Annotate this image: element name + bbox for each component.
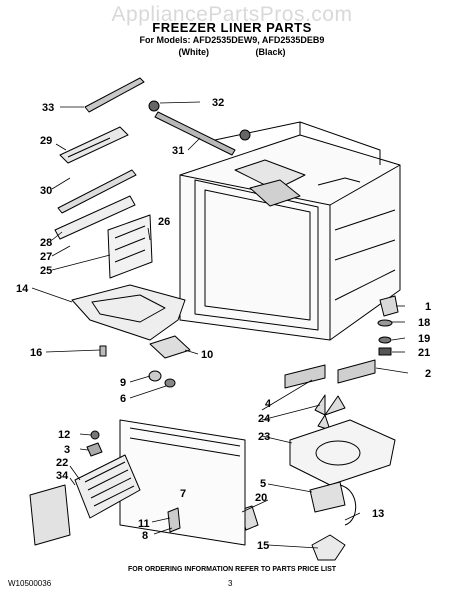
callout-15: 15 bbox=[257, 540, 269, 552]
leader-lines bbox=[31, 101, 409, 549]
part-19-ring bbox=[378, 336, 392, 344]
callout-10: 10 bbox=[201, 349, 213, 361]
callout-30: 30 bbox=[40, 185, 52, 197]
callout-12: 12 bbox=[58, 429, 70, 441]
callout-5: 5 bbox=[260, 478, 266, 490]
callout-34: 34 bbox=[56, 470, 69, 482]
part-23-shroud bbox=[289, 419, 396, 486]
callout-27: 27 bbox=[40, 251, 52, 263]
callout-25: 25 bbox=[40, 265, 52, 277]
part-3-clip bbox=[86, 442, 103, 457]
callout-9: 9 bbox=[120, 377, 126, 389]
part-34-duct bbox=[29, 484, 71, 546]
callout-31: 31 bbox=[172, 145, 184, 157]
part-33-bar bbox=[84, 77, 145, 113]
part-2-strip-a bbox=[284, 364, 326, 389]
ordering-note: FOR ORDERING INFORMATION REFER TO PARTS … bbox=[127, 566, 337, 573]
callout-19: 19 bbox=[418, 333, 430, 345]
part-13-wire bbox=[339, 484, 357, 526]
callout-22: 22 bbox=[56, 457, 68, 469]
part-30-rail bbox=[57, 169, 137, 214]
part-6-bushing bbox=[164, 378, 176, 388]
part-15-bracket bbox=[311, 534, 346, 561]
callout-29: 29 bbox=[40, 135, 52, 147]
callout-24: 24 bbox=[258, 413, 271, 425]
callout-18: 18 bbox=[418, 317, 430, 329]
variant-white: (White) bbox=[178, 47, 209, 57]
callout-14: 14 bbox=[16, 283, 29, 295]
callout-32: 32 bbox=[212, 97, 224, 109]
part-21-cap bbox=[378, 347, 392, 356]
page-number: 3 bbox=[228, 579, 233, 588]
part-31-rod bbox=[154, 111, 236, 156]
color-variants: (White) (Black) bbox=[0, 47, 464, 57]
callout-33: 33 bbox=[42, 102, 54, 114]
callout-8: 8 bbox=[142, 530, 148, 542]
part-14-pan bbox=[71, 284, 186, 341]
callout-21: 21 bbox=[418, 347, 430, 359]
model-numbers: For Models: AFD2535DEW9, AFD2535DEB9 bbox=[139, 35, 325, 45]
freezer-liner bbox=[179, 121, 401, 341]
watermark-text: AppliancePartsPros.com bbox=[111, 3, 353, 26]
callout-13: 13 bbox=[372, 508, 384, 520]
part-12-screw bbox=[90, 430, 100, 440]
part-22-grille bbox=[74, 454, 141, 519]
part-10-pad bbox=[149, 335, 191, 359]
callout-26: 26 bbox=[158, 216, 170, 228]
document-number: W10500036 bbox=[8, 579, 52, 588]
callout-6: 6 bbox=[120, 393, 126, 405]
callout-1: 1 bbox=[425, 301, 431, 313]
callout-20: 20 bbox=[255, 492, 267, 504]
callout-2: 2 bbox=[425, 368, 431, 380]
part-16-clip bbox=[99, 345, 107, 357]
callout-7: 7 bbox=[180, 488, 186, 500]
part-25-bracket bbox=[107, 214, 153, 279]
part-9-knob bbox=[148, 370, 162, 382]
callout-11: 11 bbox=[138, 518, 150, 530]
callout-28: 28 bbox=[40, 237, 52, 249]
part-32b-grommet bbox=[239, 129, 251, 141]
part-28-rail bbox=[54, 195, 136, 240]
callout-16: 16 bbox=[30, 347, 42, 359]
callout-3: 3 bbox=[64, 444, 70, 456]
part-7-clip bbox=[167, 507, 181, 533]
callout-4: 4 bbox=[265, 398, 272, 410]
callout-23: 23 bbox=[258, 431, 270, 443]
part-5-motor bbox=[309, 481, 346, 513]
part-1-damper bbox=[379, 295, 399, 317]
part-18-grommet bbox=[377, 319, 393, 327]
part-2-strip-b bbox=[337, 359, 376, 384]
variant-black: (Black) bbox=[255, 47, 286, 57]
part-32-grommet bbox=[148, 100, 160, 112]
page-title: FREEZER LINER PARTS bbox=[152, 20, 312, 35]
